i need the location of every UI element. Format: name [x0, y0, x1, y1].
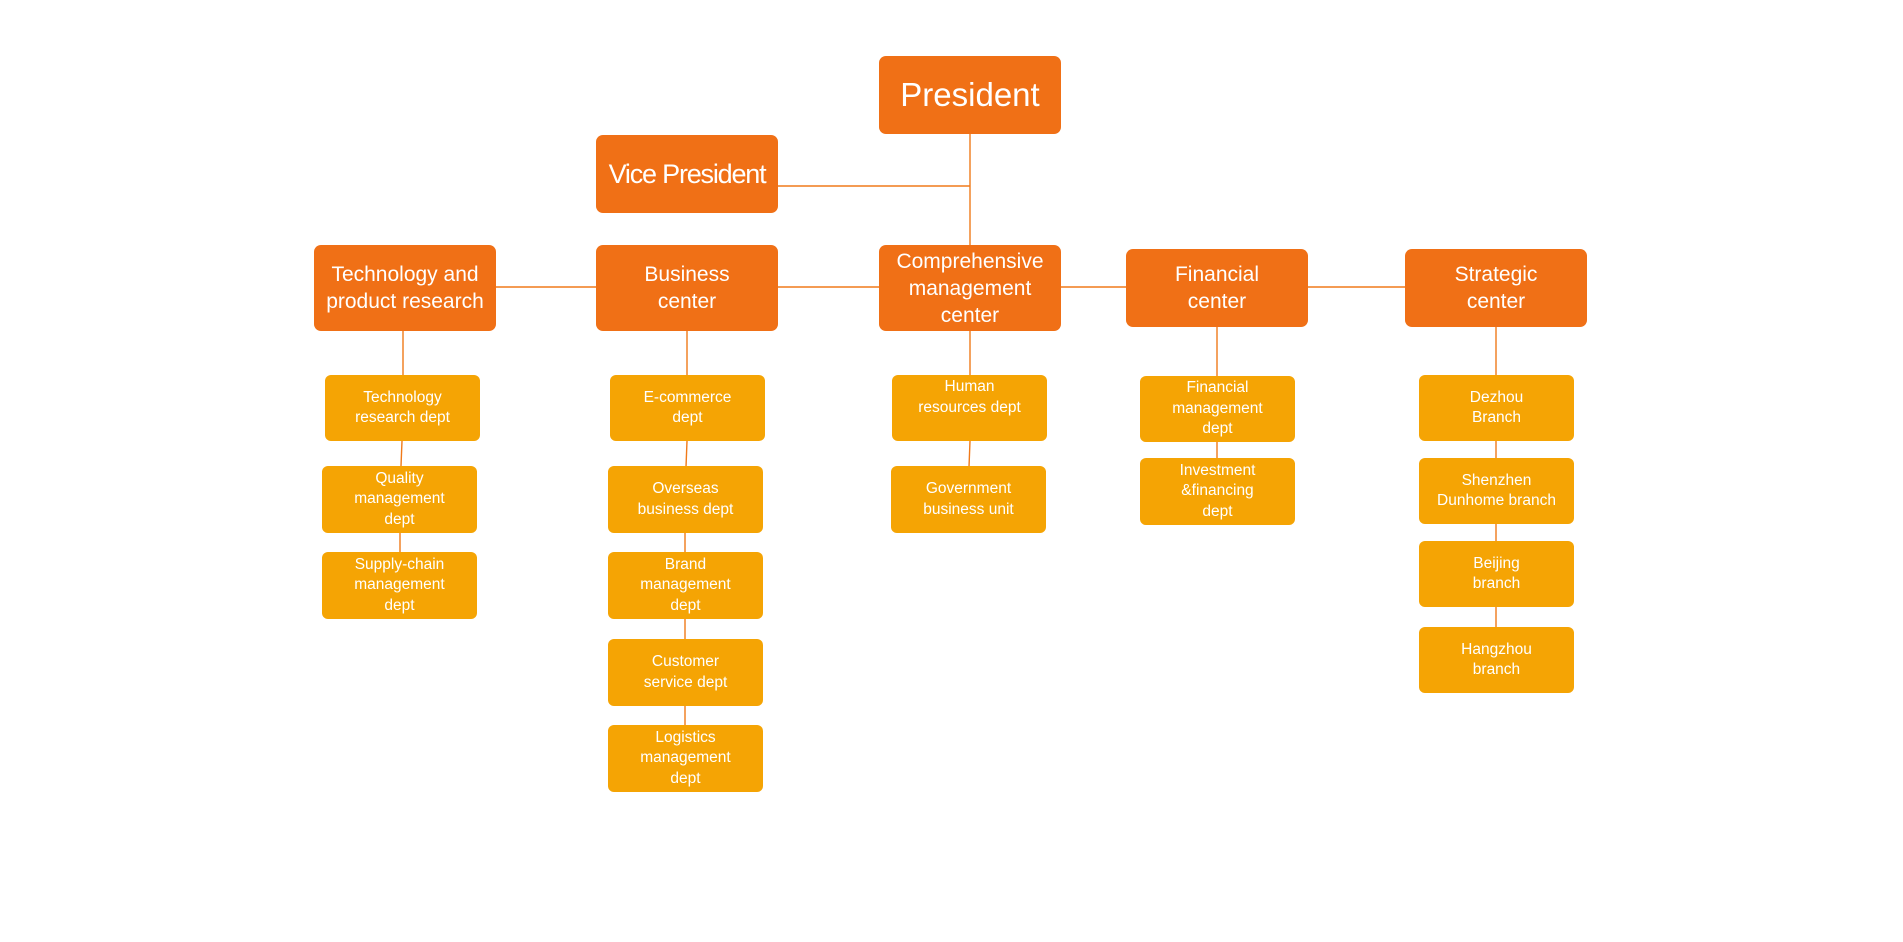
- center-comprehensive-management: Comprehensive management center: [879, 245, 1061, 331]
- center-strategic: Strategic center: [1405, 249, 1587, 327]
- dept-supply-chain-management: Supply-chain management dept: [322, 552, 477, 619]
- dept-logistics-management: Logistics management dept: [608, 725, 763, 792]
- connector-col-technology-b: [400, 440, 403, 467]
- dept-brand-management: Brand management dept: [608, 552, 763, 619]
- dept-e-commerce: E-commerce dept: [610, 375, 765, 441]
- connector-col-comprehensive-b: [968, 440, 971, 468]
- dept-financial-management: Financial management dept: [1140, 376, 1295, 442]
- dept-human-resources: Human resources dept: [892, 375, 1047, 441]
- dept-government-business-unit: Government business unit: [891, 466, 1046, 533]
- branch-shenzhen-dunhome: Shenzhen Dunhome branch: [1419, 458, 1574, 524]
- dept-overseas-business: Overseas business dept: [608, 466, 763, 533]
- center-technology-product-research: Technology and product research: [314, 245, 496, 331]
- center-business: Business center: [596, 245, 778, 331]
- connector-col-business-b: [685, 440, 688, 468]
- vice-president-box: Vice President: [596, 135, 778, 213]
- center-financial: Financial center: [1126, 249, 1308, 327]
- branch-hangzhou: Hangzhou branch: [1419, 627, 1574, 693]
- dept-technology-research: Technology research dept: [325, 375, 480, 441]
- president-box: President: [879, 56, 1061, 134]
- dept-customer-service: Customer service dept: [608, 639, 763, 706]
- dept-investment-financing: Investment &financing dept: [1140, 458, 1295, 525]
- branch-dezhou: Dezhou Branch: [1419, 375, 1574, 441]
- dept-quality-management: Quality management dept: [322, 466, 477, 533]
- branch-beijing: Beijing branch: [1419, 541, 1574, 607]
